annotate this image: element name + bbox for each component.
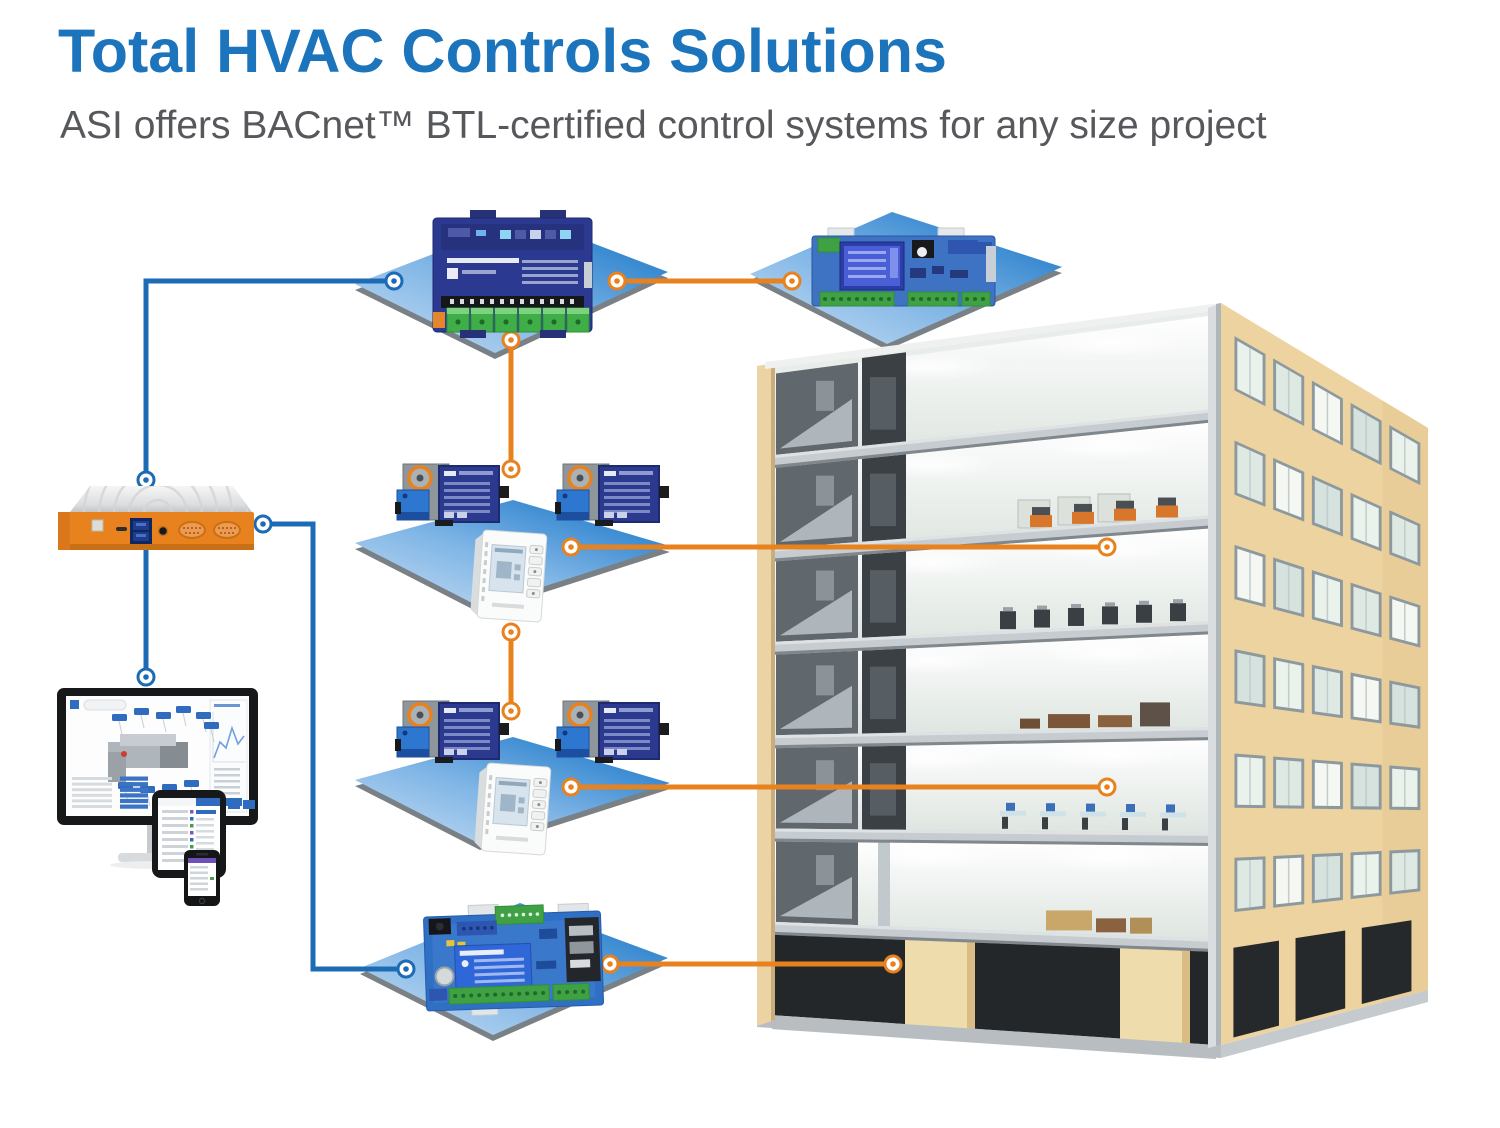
- gateway-server-appliance: [58, 486, 254, 550]
- vav-actuators-upper: [395, 463, 669, 526]
- unitary-controller-board: [811, 227, 996, 307]
- connection-line: [143, 278, 394, 471]
- connection-lines: [143, 278, 1098, 972]
- connection-points: [136, 271, 1117, 979]
- vav-actuators-lower: [395, 700, 669, 763]
- thermostat-lower: [474, 762, 552, 856]
- page-title: Total HVAC Controls Solutions: [58, 17, 947, 85]
- thermostat-upper: [470, 529, 548, 623]
- connection-line: [263, 521, 397, 972]
- plant-controller-board: [432, 210, 593, 338]
- office-building: [757, 303, 1428, 1059]
- workstation-devices: [57, 688, 258, 906]
- building-controller-board: [423, 902, 605, 1016]
- page-subtitle: ASI offers BACnet™ BTL-certified control…: [60, 104, 1267, 147]
